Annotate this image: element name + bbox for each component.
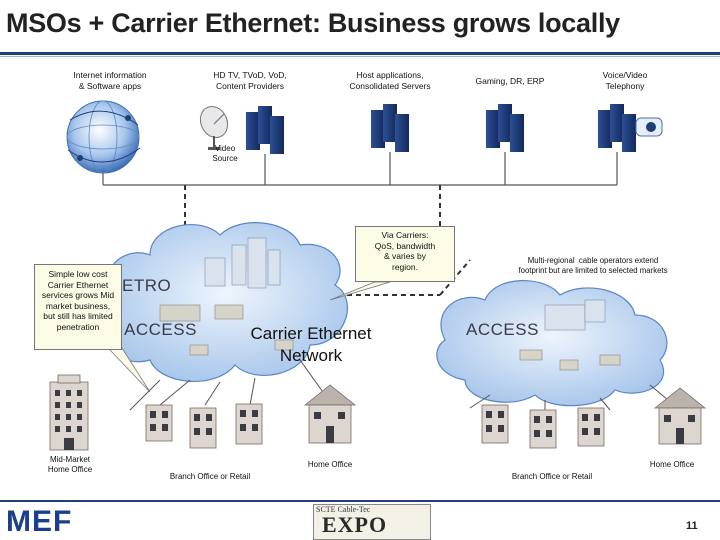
mid-market-building-icon	[50, 375, 88, 450]
server-icon-voice	[598, 104, 662, 152]
footer-rule	[0, 500, 720, 502]
expo-logo-main-text: EXPO	[322, 512, 387, 538]
home-office-center-label: Home Office	[290, 460, 370, 470]
home-office-icon-center	[305, 385, 355, 443]
satellite-dish-icon	[195, 102, 232, 150]
branch-office-icons-left	[146, 404, 262, 448]
home-office-icon-right	[655, 388, 705, 444]
mef-logo: MEF	[6, 505, 72, 539]
branch-office-icons-right	[482, 405, 604, 448]
backbone-links	[103, 152, 617, 185]
globe-icon	[67, 101, 140, 173]
mid-market-label: Mid-Market Home Office	[30, 455, 110, 475]
callout-multi-regional: Multi-regional cable operators extend fo…	[478, 256, 708, 276]
page-number: 11	[686, 520, 698, 532]
access-cloud-right	[437, 281, 667, 406]
carrier-ethernet-network-label: Carrier Ethernet Network	[226, 323, 396, 367]
branch-right-label: Branch Office or Retail	[492, 472, 612, 482]
server-icon-gaming	[486, 104, 524, 152]
callout-carriers: Via Carriers: QoS, bandwidth & varies by…	[355, 226, 455, 282]
access-right-cloud-label: ACCESS	[466, 320, 539, 340]
metro-cloud-label: ETRO	[122, 276, 171, 296]
access-left-cloud-label: ACCESS	[124, 320, 197, 340]
callout-left: Simple low cost Carrier Ethernet service…	[34, 264, 122, 350]
home-office-right-label: Home Office	[632, 460, 712, 470]
video-source-label: Video Source	[200, 144, 250, 164]
server-icon-host	[371, 104, 409, 152]
branch-left-label: Branch Office or Retail	[150, 472, 270, 482]
server-icon-hdtv	[246, 106, 284, 154]
